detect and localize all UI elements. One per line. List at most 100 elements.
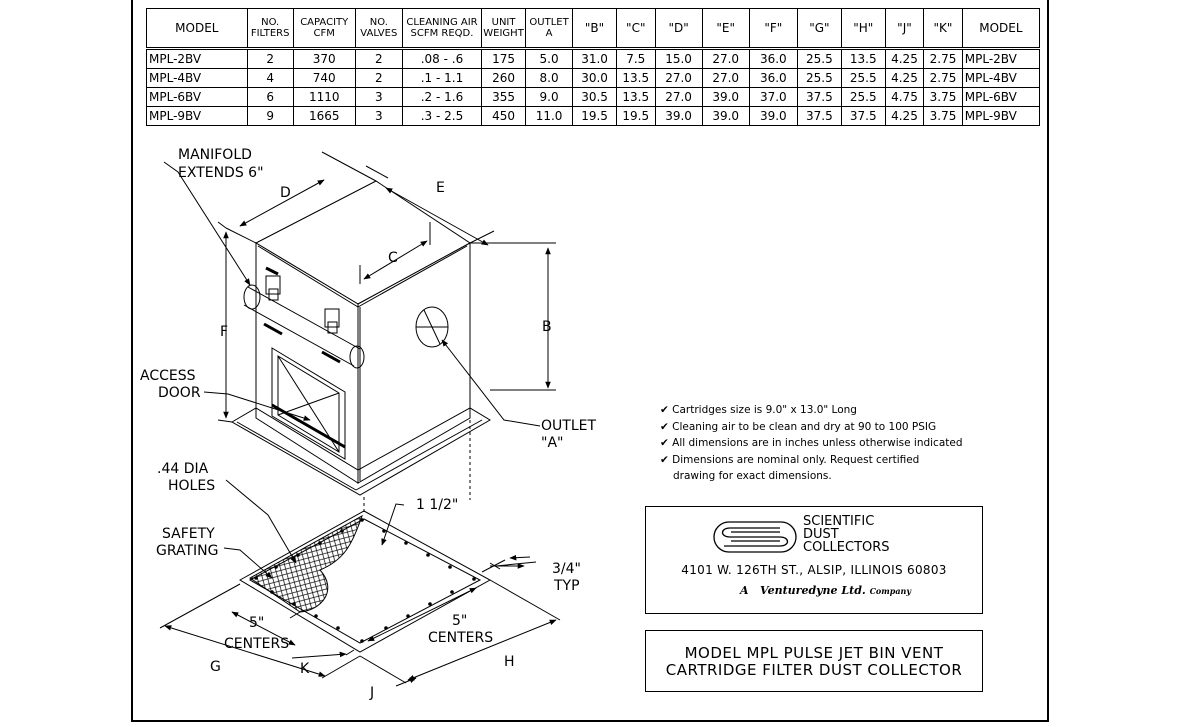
column-header-13: "H" bbox=[840, 8, 886, 49]
column-header-16: MODEL bbox=[961, 8, 1041, 49]
signature-a: A bbox=[740, 584, 749, 597]
base-flange bbox=[230, 407, 491, 496]
column-header-15: "K" bbox=[923, 8, 963, 49]
dimension-d-label: D bbox=[280, 185, 291, 201]
table-cell: MPL-9BV bbox=[146, 106, 248, 126]
hole-spacing-left-label: CENTERS bbox=[224, 636, 289, 652]
signature-name: Venturedyne bbox=[760, 584, 838, 597]
title-line1: MODEL MPL PULSE JET BIN VENT bbox=[684, 644, 944, 662]
company-name: SCIENTIFIC DUST COLLECTORS bbox=[803, 515, 890, 554]
note-item: ✔ Cleaning air to be clean and dry at 90… bbox=[660, 419, 963, 436]
table-cell: MPL-9BV bbox=[961, 106, 1041, 126]
table-cell: 37.5 bbox=[840, 106, 886, 126]
company-box bbox=[645, 506, 983, 614]
note-text: All dimensions are in inches unless othe… bbox=[672, 437, 963, 449]
manifold-label-line2: EXTENDS 6" bbox=[178, 165, 264, 181]
company-address: 4101 W. 126TH ST., ALSIP, ILLINOIS 60803 bbox=[681, 563, 947, 577]
access-door-label-line2: DOOR bbox=[158, 385, 201, 401]
title-block: MODEL MPL PULSE JET BIN VENT CARTRIDGE F… bbox=[645, 630, 983, 692]
typical-label: TYP bbox=[553, 578, 580, 594]
dimension-e-label: E bbox=[436, 180, 445, 196]
notes-list: ✔ Cartridges size is 9.0" x 13.0" Long✔ … bbox=[660, 402, 963, 485]
company-name-line1: SCIENTIFIC bbox=[803, 514, 875, 529]
signature-company: Company bbox=[869, 586, 911, 596]
note-item: ✔ Cartridges size is 9.0" x 13.0" Long bbox=[660, 402, 963, 419]
table-cell: 27.0 bbox=[701, 68, 750, 88]
note-item: ✔ Dimensions are nominal only. Request c… bbox=[660, 452, 963, 469]
note-text: drawing for exact dimensions. bbox=[673, 470, 832, 482]
table-cell: 1110 bbox=[292, 87, 356, 107]
hole-spacing-left-value: 5" bbox=[249, 615, 264, 631]
table-cell: 13.5 bbox=[840, 48, 886, 69]
outlet-label-line2: "A" bbox=[541, 435, 563, 451]
manifold-pipe bbox=[243, 266, 365, 369]
outlet-label-line1: OUTLET bbox=[541, 418, 596, 434]
manifold-label-line1: MANIFOLD bbox=[178, 147, 252, 163]
dimension-h-label: H bbox=[504, 654, 515, 670]
table-cell: 8.0 bbox=[524, 68, 574, 88]
column-header-11: "F" bbox=[748, 8, 798, 49]
column-header-5: UNIT WEIGHT bbox=[481, 8, 526, 49]
note-item: ✔ All dimensions are in inches unless ot… bbox=[660, 435, 963, 452]
title-line2: CARTRIDGE FILTER DUST COLLECTOR bbox=[665, 661, 963, 679]
table-cell: 37.0 bbox=[748, 87, 798, 107]
access-door-label-line1: ACCESS bbox=[140, 368, 196, 384]
note-text: Cartridges size is 9.0" x 13.0" Long bbox=[672, 404, 857, 416]
dimension-g-label: G bbox=[210, 659, 221, 675]
mounting-holes bbox=[254, 518, 476, 643]
column-header-9: "D" bbox=[654, 8, 703, 49]
guide-lines bbox=[363, 420, 471, 512]
holes-label-line2: HOLES bbox=[168, 478, 215, 494]
column-header-1: NO. FILTERS bbox=[246, 8, 294, 49]
table-cell: 4.25 bbox=[884, 106, 925, 126]
safety-grating-label-line2: GRATING bbox=[156, 543, 219, 559]
table-cell: 25.5 bbox=[840, 68, 886, 88]
check-icon: ✔ bbox=[660, 453, 673, 466]
column-header-8: "C" bbox=[616, 8, 656, 49]
table-cell: 37.5 bbox=[796, 106, 842, 126]
column-header-14: "J" bbox=[884, 8, 925, 49]
column-header-4: CLEANING AIR SCFM REQD. bbox=[401, 8, 483, 49]
hole-spacing-right-value: 5" bbox=[452, 613, 467, 629]
company-name-line3: COLLECTORS bbox=[803, 540, 890, 555]
table-cell: 25.5 bbox=[840, 87, 886, 107]
check-icon: ✔ bbox=[660, 437, 673, 449]
dimension-j-label: J bbox=[369, 685, 374, 701]
table-cell: .08 - .6 bbox=[401, 48, 483, 69]
dimension-k-label: K bbox=[300, 661, 310, 677]
note-text: Dimensions are nominal only. Request cer… bbox=[672, 453, 920, 466]
check-icon: ✔ bbox=[660, 420, 673, 433]
company-name-line2: DUST bbox=[803, 527, 839, 542]
table-cell: 4.75 bbox=[884, 87, 925, 107]
check-icon: ✔ bbox=[660, 404, 673, 416]
dimension-c-label: C bbox=[388, 250, 398, 266]
table-cell: 450 bbox=[481, 106, 526, 126]
dimension-f-label: F bbox=[220, 324, 228, 340]
hole-offset-label: 3/4" bbox=[552, 561, 581, 577]
column-header-7: "B" bbox=[572, 8, 617, 49]
company-signature: A Venturedyne Ltd. Company bbox=[740, 584, 911, 597]
column-header-6: OUTLET A bbox=[524, 8, 574, 49]
flange-width-label: 1 1/2" bbox=[416, 497, 458, 513]
collector-housing bbox=[254, 180, 471, 484]
table-cell: 19.5 bbox=[572, 106, 617, 126]
note-text: Cleaning air to be clean and dry at 90 t… bbox=[672, 420, 937, 433]
dimension-b-label: B bbox=[542, 319, 552, 335]
signature-ltd: Ltd. bbox=[841, 584, 866, 597]
table-cell: 19.5 bbox=[616, 106, 656, 126]
note-item: drawing for exact dimensions. bbox=[660, 468, 963, 485]
table-cell: .3 - 2.5 bbox=[401, 106, 483, 126]
hole-spacing-right-label: CENTERS bbox=[428, 630, 493, 646]
table-cell: 740 bbox=[292, 68, 356, 88]
sheet-frame bbox=[131, 0, 1049, 722]
outlet-pipe bbox=[415, 306, 449, 348]
table-cell: 11.0 bbox=[524, 106, 574, 126]
